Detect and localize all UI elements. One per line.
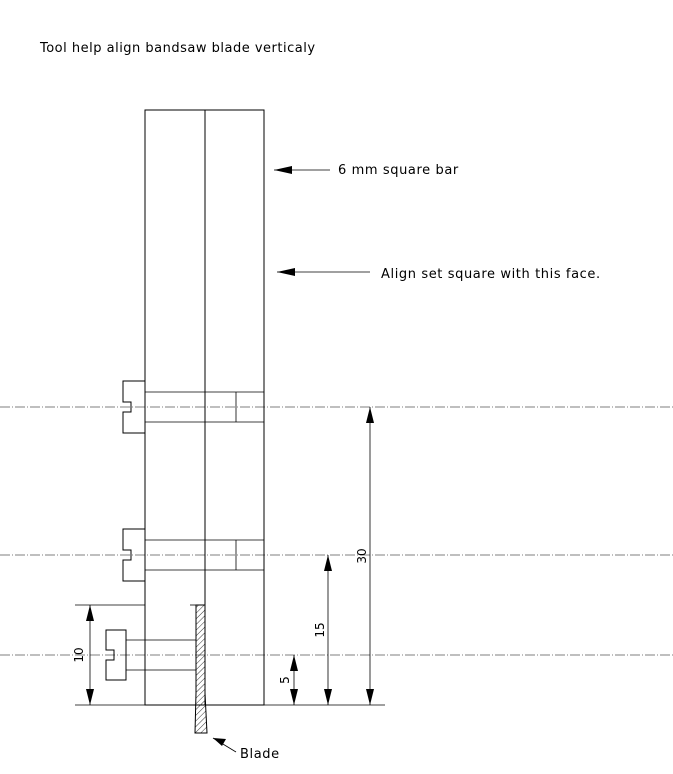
dimension-30-arrow-top (366, 407, 374, 423)
blade (190, 604, 208, 734)
middle-screw (122, 528, 264, 582)
dimension-5-arrow-top (290, 655, 298, 671)
upper-screw-head (122, 380, 146, 434)
middle-screw-head (122, 528, 146, 582)
dimension-10: 10 (72, 605, 94, 705)
callout-bar-arrowhead (274, 166, 292, 174)
dimension-10-arrow-top (86, 605, 94, 621)
drawing-title: Tool help align bandsaw blade verticaly (39, 41, 316, 56)
dimension-5: 5 (278, 655, 298, 705)
dimension-5-text: 5 (278, 676, 292, 684)
dimension-15-arrow-bottom (324, 689, 332, 705)
dimension-5-arrow-bottom (290, 689, 298, 705)
blade-section (194, 604, 208, 734)
callout-blade: Blade (212, 737, 280, 762)
callout-blade-text: Blade (240, 747, 280, 762)
dimension-15: 15 (313, 555, 332, 705)
lower-screw-head (105, 629, 127, 681)
callout-square-bar: 6 mm square bar (274, 163, 459, 178)
dimension-30-arrow-bottom (366, 689, 374, 705)
centerlines (0, 406, 673, 656)
dimension-15-text: 15 (313, 622, 327, 637)
dimension-15-arrow-top (324, 555, 332, 571)
callout-face-arrowhead (277, 268, 295, 276)
dimension-10-text: 10 (72, 647, 86, 662)
upper-screw (122, 380, 264, 434)
dimension-30: 30 (355, 407, 374, 705)
callout-face-text: Align set square with this face. (381, 267, 601, 282)
callout-align-face: Align set square with this face. (277, 267, 601, 282)
dimension-10-arrow-bottom (86, 689, 94, 705)
lower-screw (105, 629, 196, 681)
callout-bar-text: 6 mm square bar (338, 163, 459, 178)
dimension-30-text: 30 (355, 548, 369, 563)
callout-blade-arrowhead (213, 738, 226, 746)
